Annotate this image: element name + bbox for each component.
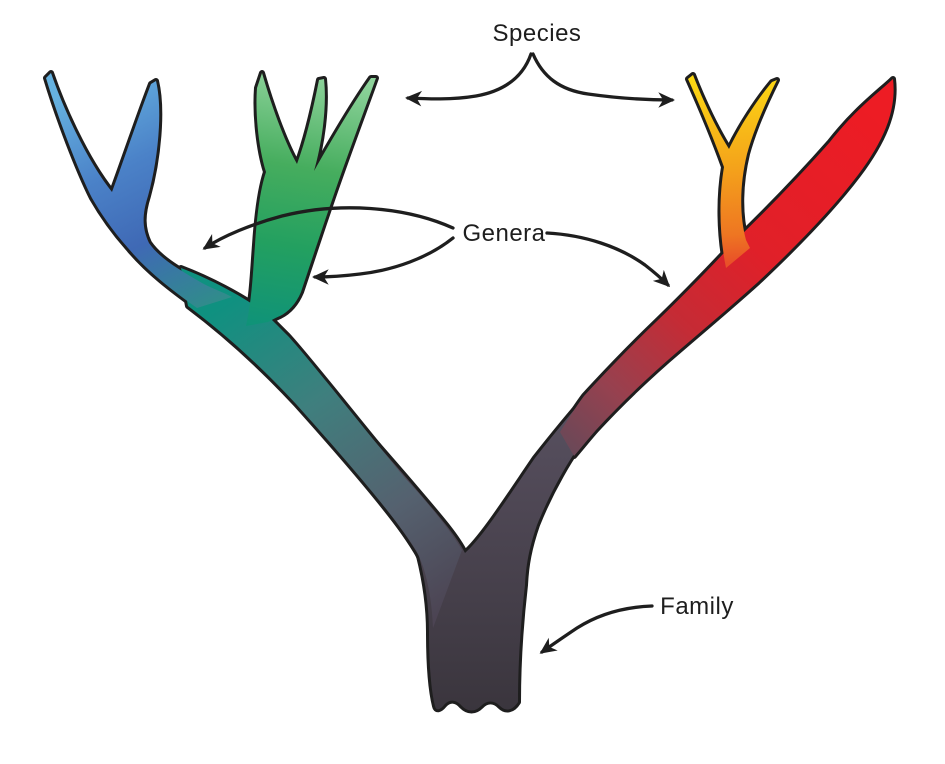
tree	[46, 73, 894, 711]
species-label: Species	[493, 20, 582, 47]
labels: Species Genera Family	[462, 20, 733, 620]
genera-arrow-lower-left	[312, 236, 455, 285]
genera-arrow-upper-left	[202, 206, 455, 250]
species-arrow-right	[531, 52, 675, 108]
genera-label: Genera	[462, 220, 545, 247]
family-label: Family	[660, 593, 734, 620]
red-genus-branch	[560, 79, 894, 456]
species-arrow-left	[405, 52, 533, 107]
genera-arrow-right	[545, 231, 671, 288]
left-arm	[181, 268, 462, 628]
annotation-arrows	[202, 52, 675, 654]
family-arrow	[539, 604, 654, 654]
